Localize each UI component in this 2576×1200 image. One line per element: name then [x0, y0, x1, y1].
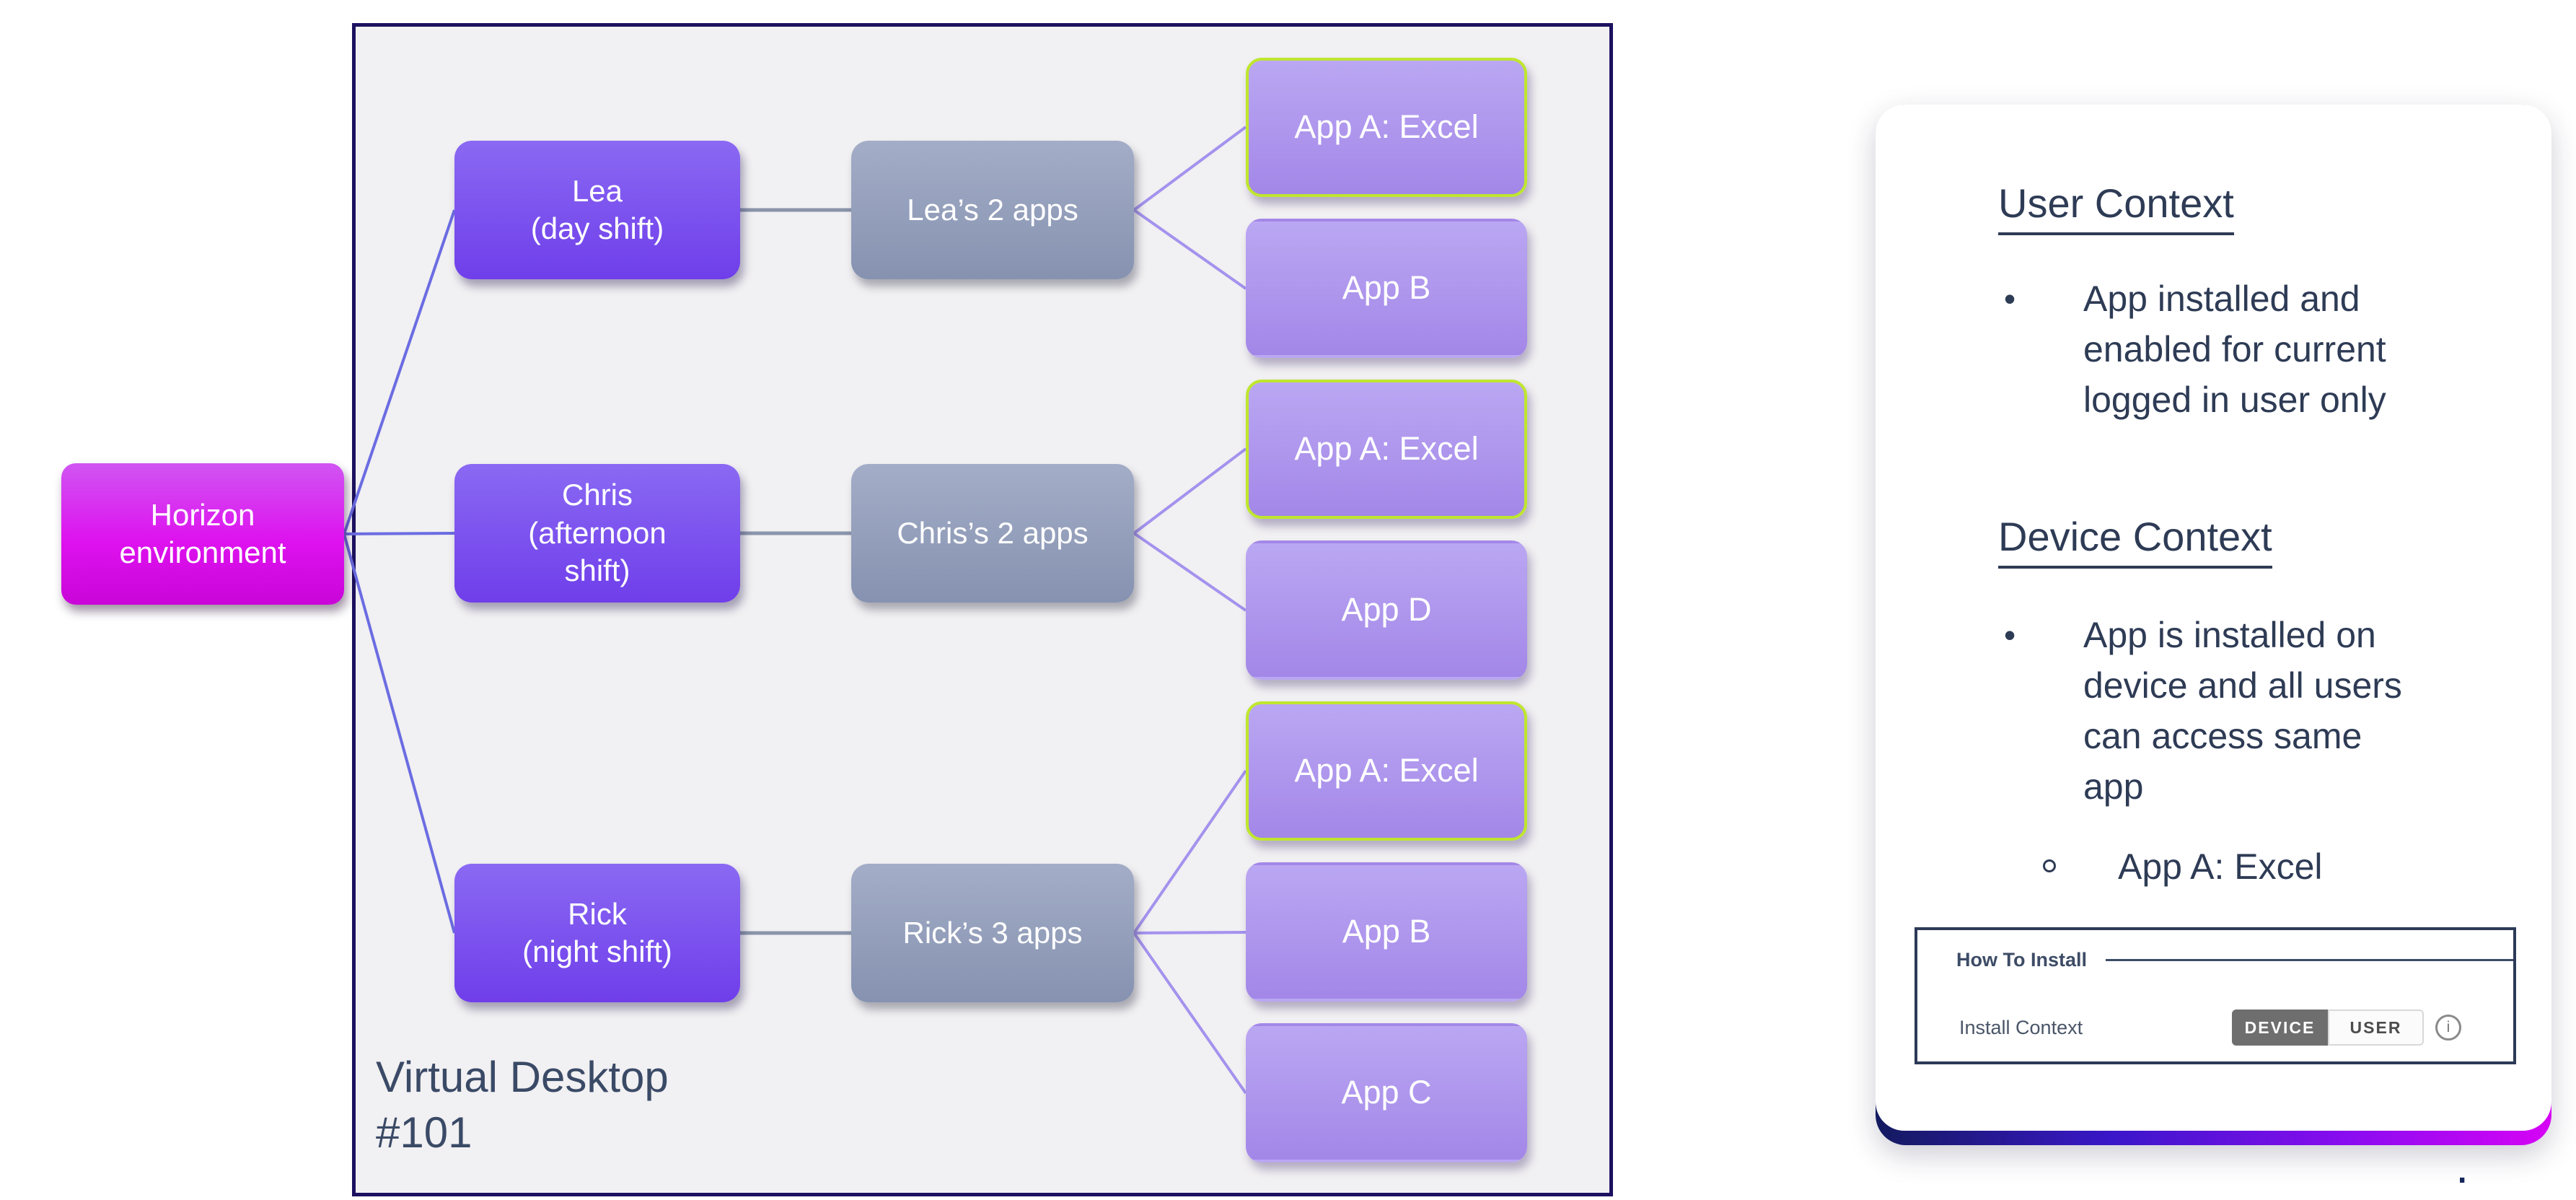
- virtual-desktop-label: Virtual Desktop #101: [376, 1053, 669, 1157]
- context-panel: User Context App installed and enabled f…: [1876, 105, 2551, 1145]
- user-option-button[interactable]: USER: [2328, 1010, 2424, 1046]
- sub-bullet-text: App A: Excel: [2118, 846, 2323, 887]
- app-node-excel-lea: App A: Excel: [1246, 58, 1527, 197]
- bullet-icon: [2004, 273, 2083, 425]
- install-context-row: Install Context DEVICE USER i: [1959, 1008, 2461, 1047]
- circle-bullet-icon: [2043, 859, 2056, 872]
- user-node-lea: Lea (day shift): [454, 141, 740, 279]
- how-to-install-label: How To Install: [1956, 949, 2087, 971]
- summary-to-app-links: [1133, 126, 1247, 1095]
- install-context-toggle[interactable]: DEVICE USER: [2232, 1010, 2424, 1046]
- user-node-chris: Chris (afternoon shift): [454, 464, 740, 603]
- device-context-bullet-item: App is installed on device and all users…: [2004, 610, 2437, 812]
- user-to-summary-links: [740, 208, 851, 935]
- apps-summary-lea: Lea’s 2 apps: [851, 141, 1134, 279]
- user-context-bullet-text: App installed and enabled for current lo…: [2083, 279, 2386, 420]
- sub-bullet-item: App A: Excel: [2043, 842, 2323, 891]
- context-panel-body: User Context App installed and enabled f…: [1876, 105, 2551, 1131]
- app-node-d-chris: App D: [1246, 540, 1527, 680]
- horizon-environment-node: Horizon environment: [61, 463, 344, 605]
- stray-period: .: [2456, 1139, 2469, 1193]
- apps-summary-chris: Chris’s 2 apps: [851, 464, 1134, 603]
- info-icon[interactable]: i: [2435, 1015, 2461, 1041]
- apps-summary-rick: Rick’s 3 apps: [851, 864, 1134, 1002]
- user-node-rick: Rick (night shift): [454, 864, 740, 1002]
- app-node-excel-rick: App A: Excel: [1246, 701, 1527, 841]
- divider-line: [2106, 959, 2513, 961]
- user-context-bullet-item: App installed and enabled for current lo…: [2004, 273, 2437, 425]
- bullet-icon: [2004, 610, 2083, 812]
- app-node-c-rick: App C: [1246, 1023, 1527, 1162]
- device-context-bullet-text: App is installed on device and all users…: [2083, 615, 2402, 807]
- install-screenshot: How To Install Install Context DEVICE US…: [1915, 927, 2516, 1064]
- device-option-button[interactable]: DEVICE: [2232, 1010, 2328, 1046]
- install-context-label: Install Context: [1959, 1016, 2083, 1038]
- app-node-b-lea: App B: [1246, 219, 1527, 358]
- app-node-excel-chris: App A: Excel: [1246, 380, 1527, 519]
- how-to-install-section: How To Install: [1956, 949, 2513, 971]
- root-to-user-links: [343, 209, 456, 934]
- device-context-heading: Device Context: [1998, 513, 2272, 569]
- user-context-heading: User Context: [1998, 180, 2234, 235]
- app-node-b-rick: App B: [1246, 862, 1527, 1002]
